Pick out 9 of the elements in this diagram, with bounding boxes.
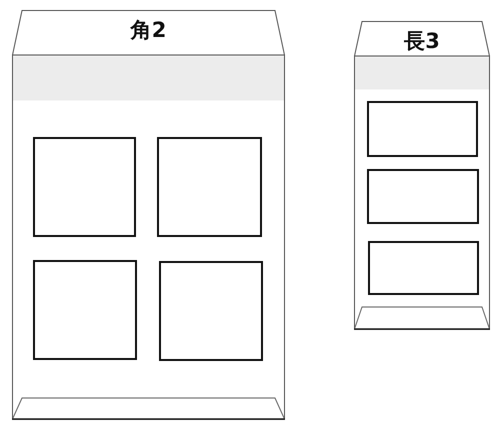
empty-box: [33, 137, 136, 237]
empty-box: [33, 260, 137, 360]
envelope-label: 長3: [404, 28, 440, 55]
envelope-label: 角2: [130, 17, 166, 44]
empty-box: [368, 241, 479, 295]
empty-box: [157, 137, 262, 237]
empty-box: [367, 101, 478, 157]
empty-box: [159, 261, 263, 361]
empty-box: [367, 169, 479, 224]
